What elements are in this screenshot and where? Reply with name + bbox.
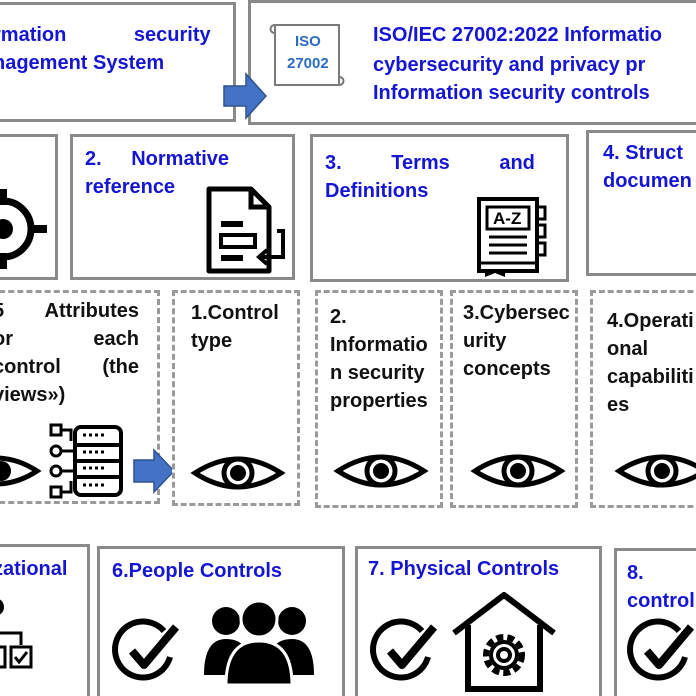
- right-arrow-small-icon: [133, 448, 176, 494]
- view4-line1: 4.Operati: [607, 310, 694, 332]
- view4-line2: onal: [607, 338, 649, 360]
- physical-controls-box: 7. Physical Controls: [355, 546, 602, 696]
- iso-badge-line2: 27002: [287, 55, 329, 72]
- eye-icon: [0, 455, 42, 487]
- attributes-line2: or each: [0, 328, 139, 350]
- attributes-line4: views»): [0, 384, 66, 406]
- scope-box: [0, 134, 58, 280]
- organizational-controls-label: zational: [0, 558, 68, 580]
- org-chart-icon: [0, 599, 33, 669]
- view-control-type-box: 1.Control type: [172, 290, 300, 506]
- standard-title-line1: ISO/IEC 27002:2022 Informatio: [373, 24, 663, 46]
- view-infosec-properties-box: 2. Informatio n security properties: [315, 290, 443, 508]
- people-controls-label: 6.People Controls: [112, 560, 283, 582]
- attributes-line3: control (the: [0, 356, 139, 378]
- isms-title-line1: rmation security: [0, 24, 211, 46]
- iso-standard-box: ISO 27002 ISO/IEC 27002:2022 Informatio …: [248, 0, 696, 125]
- structure-line2: documen: [603, 170, 692, 192]
- view2-line2: Informatio: [330, 334, 428, 356]
- view2-line4: properties: [330, 390, 428, 412]
- view-cybersecurity-concepts-box: 3.Cybersec urity concepts: [450, 290, 578, 508]
- normative-reference-line1: 2. Normative: [85, 148, 230, 170]
- checkmark-circle-icon: [370, 618, 438, 681]
- iso-badge-line1: ISO: [295, 33, 321, 50]
- attributes-line1: 5 Attributes: [0, 300, 139, 322]
- view2-line3: n security: [330, 362, 425, 384]
- server-network-icon: [49, 423, 123, 499]
- iso-scroll-icon: [269, 24, 345, 86]
- technological-controls-box: 8. control: [614, 548, 696, 696]
- view3-line1: 3.Cybersec: [463, 302, 570, 324]
- physical-controls-label: 7. Physical Controls: [368, 558, 560, 580]
- dictionary-az-label: A-Z: [493, 209, 522, 228]
- view2-line1: 2.: [330, 306, 347, 328]
- terms-definitions-line1: 3. Terms and: [325, 152, 535, 174]
- dictionary-icon: [477, 197, 547, 277]
- eye-icon: [614, 454, 696, 488]
- people-controls-box: 6.People Controls: [97, 546, 345, 696]
- view3-line3: concepts: [463, 358, 551, 380]
- isms-box: rmation security nagement System: [0, 2, 236, 122]
- eye-icon: [470, 454, 566, 488]
- right-arrow-icon: [223, 72, 268, 120]
- normative-reference-line2: reference: [85, 176, 176, 198]
- checkmark-circle-icon: [112, 618, 180, 681]
- view4-line3: capabiliti: [607, 366, 694, 388]
- view1-line1: 1.Control: [191, 302, 279, 324]
- normative-reference-box: 2. Normative reference: [70, 134, 295, 280]
- eye-icon: [190, 456, 286, 490]
- view3-line2: urity: [463, 330, 507, 352]
- view-operational-capabilities-box: 4.Operati onal capabiliti es: [590, 290, 696, 508]
- view1-line2: type: [191, 330, 233, 352]
- view4-line4: es: [607, 394, 630, 416]
- organizational-controls-box: zational: [0, 544, 90, 696]
- structure-line1: 4. Struct: [603, 142, 684, 164]
- structure-box: 4. Struct documen: [586, 130, 696, 276]
- standard-title-line2: cybersecurity and privacy pr: [373, 54, 646, 76]
- technological-controls-line1: 8.: [627, 562, 644, 584]
- people-group-icon: [204, 599, 314, 687]
- house-gear-icon: [452, 592, 556, 692]
- standard-title-line3: Information security controls: [373, 82, 650, 104]
- document-icon: [206, 186, 285, 274]
- terms-definitions-line2: Definitions: [325, 180, 429, 202]
- terms-definitions-box: 3. Terms and Definitions A-Z: [310, 134, 569, 282]
- isms-title-line2: nagement System: [0, 52, 165, 74]
- eye-icon: [333, 454, 429, 488]
- target-icon: [0, 189, 47, 269]
- technological-controls-line2: control: [627, 590, 695, 612]
- checkmark-circle-icon: [627, 618, 695, 681]
